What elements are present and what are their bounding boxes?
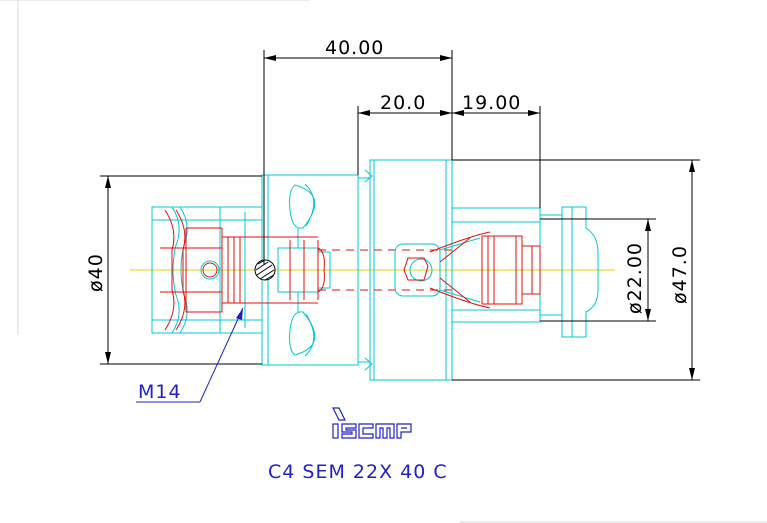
designation: C4 SEM 22X 40 C [268,461,448,483]
right-end-hidden [403,231,541,309]
thread-leader [136,307,244,403]
dimension-lines [100,50,700,381]
main-body [261,159,453,381]
iscar-logo [332,407,412,439]
dim-inner-diameter: ø22.00 [624,242,646,314]
dim-top-length: 40.00 [325,37,384,59]
dim-mid-left: 20.0 [380,92,426,114]
thread-label: M14 [138,381,182,403]
dim-right-diameter: ø47.0 [669,245,691,304]
right-end [394,206,599,338]
section-mark [254,259,276,281]
dim-left-diameter: ø40 [85,253,107,292]
main-body-hidden [262,236,452,304]
dim-mid-right: 19.00 [462,92,521,114]
left-collet-hidden [160,209,263,331]
